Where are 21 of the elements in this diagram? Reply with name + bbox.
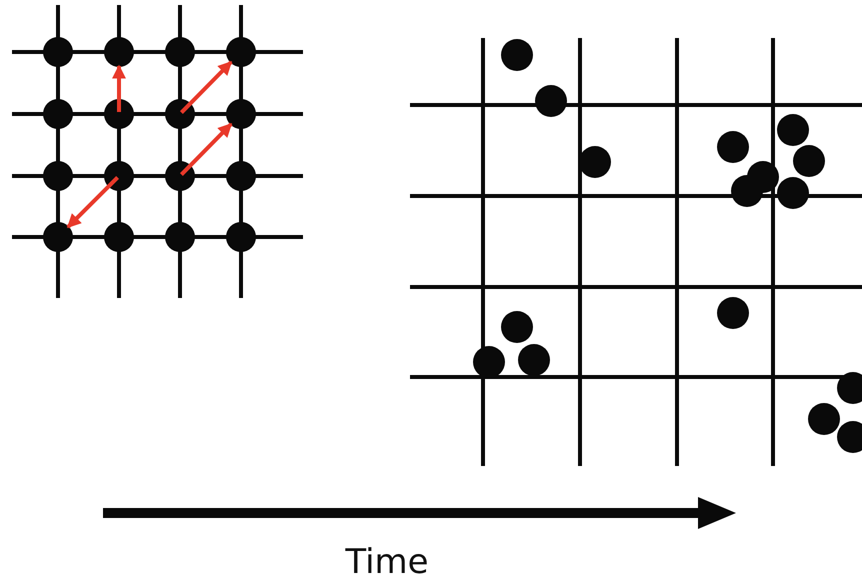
lattice-atom [104, 37, 134, 67]
lattice-atom [165, 222, 195, 252]
lattice-atom [43, 99, 73, 129]
lattice-atom [43, 161, 73, 191]
lattice-atom [165, 99, 195, 129]
lattice-atom [165, 37, 195, 67]
lattice-atom [226, 99, 256, 129]
lattice-atom [226, 37, 256, 67]
lattice-atom [226, 222, 256, 252]
displacement-arrow [180, 122, 233, 176]
axis-label: Time [344, 541, 430, 583]
lattice-atom [43, 222, 73, 252]
displacement-arrow [66, 176, 119, 229]
lattice-atom [104, 99, 134, 129]
displacement-arrow [180, 60, 233, 114]
lattice-atom [43, 37, 73, 67]
displacement-arrow [112, 64, 126, 112]
lattice-atom [104, 161, 134, 191]
lattice-atom [104, 222, 134, 252]
lattice-atom [226, 161, 256, 191]
lattice-atom [165, 161, 195, 191]
